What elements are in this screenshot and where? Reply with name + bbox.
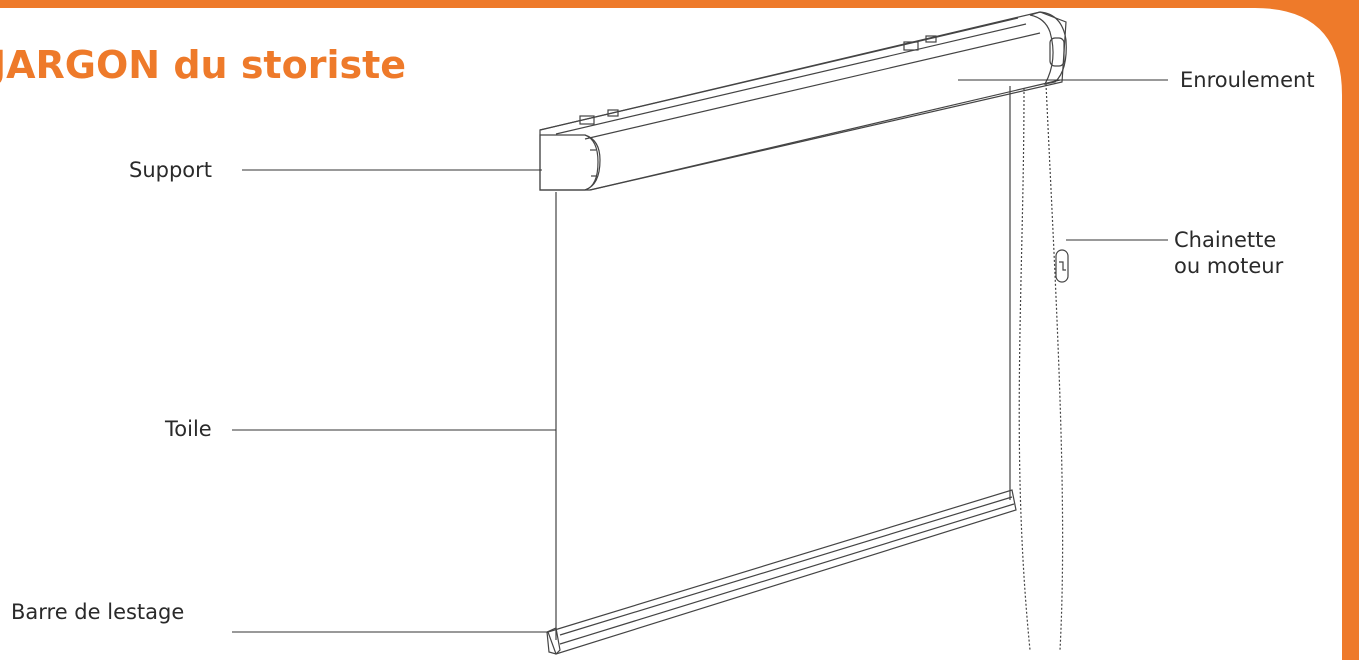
headrail: [539, 11, 1067, 191]
label-support: Support: [129, 158, 213, 182]
label-chainette: Chainette ou moteur: [1174, 228, 1283, 279]
label-barre-de-lestage: Barre de lestage: [11, 600, 185, 624]
label-chainette-line2: ou moteur: [1174, 253, 1284, 278]
fabric: [555, 86, 1011, 640]
label-enroulement: Enroulement: [1180, 68, 1315, 92]
bead-chain: [1018, 83, 1069, 651]
page-title: JARGON du storiste: [0, 43, 407, 87]
label-chainette-line1: Chainette: [1174, 228, 1277, 252]
bottom-rail: [546, 489, 1017, 655]
label-toile: Toile: [165, 417, 212, 441]
